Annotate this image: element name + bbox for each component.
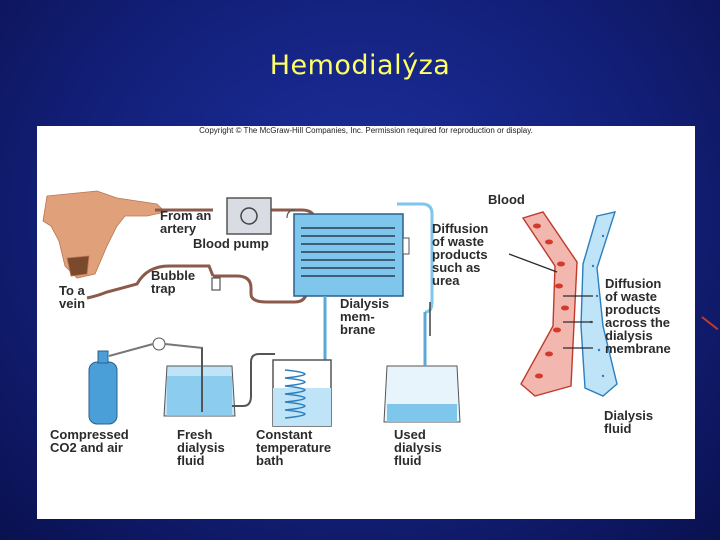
hemodialysis-diagram [42, 190, 618, 427]
dialyzer [293, 213, 404, 297]
dialyzer-coil [301, 227, 395, 277]
dialysate-channel [580, 211, 618, 397]
label-dialysis-membrane: Dialysis mem- brane [340, 296, 390, 337]
temperature-bath [272, 359, 332, 427]
hemodialysis-figure: Copyright © The McGraw-Hill Companies, I… [37, 126, 695, 519]
label-diffusion-across: Diffusion of waste products across the d… [605, 276, 671, 356]
copyright-notice: Copyright © The McGraw-Hill Companies, I… [199, 126, 533, 135]
used-fluid-jar [383, 312, 461, 423]
label-compressed-gas: Compressed CO2 and air [50, 427, 129, 455]
blood-tubing [86, 208, 317, 304]
blood-pump [226, 197, 272, 235]
gas-tank [88, 337, 204, 425]
label-to-vein: To a vein [59, 283, 86, 311]
fresh-fluid-jar [163, 348, 275, 417]
label-blood: Blood [488, 192, 525, 207]
bubble-trap [211, 277, 221, 291]
label-from-artery: From an artery [160, 208, 212, 236]
label-fresh-fluid: Fresh dialysis fluid [177, 427, 225, 468]
blood-channel [520, 211, 578, 397]
label-constant-bath: Constant temperature bath [256, 427, 332, 468]
dialysate-inlet-tube [397, 202, 434, 314]
slide-title: Hemodialýza [269, 50, 451, 81]
human-torso [42, 190, 166, 279]
diffusion-arrows [508, 253, 593, 349]
label-blood-pump: Blood pump [193, 236, 269, 251]
decorative-line [701, 316, 719, 331]
label-dialysis-fluid: Dialysis fluid [604, 408, 654, 436]
pressure-gauge-icon [152, 337, 166, 351]
pump-rotor-icon [240, 207, 258, 225]
label-bubble-trap: Bubble trap [151, 268, 196, 296]
label-diffusion-urea: Diffusion of waste products such as urea [432, 221, 489, 288]
label-used-fluid: Used dialysis fluid [394, 427, 442, 468]
